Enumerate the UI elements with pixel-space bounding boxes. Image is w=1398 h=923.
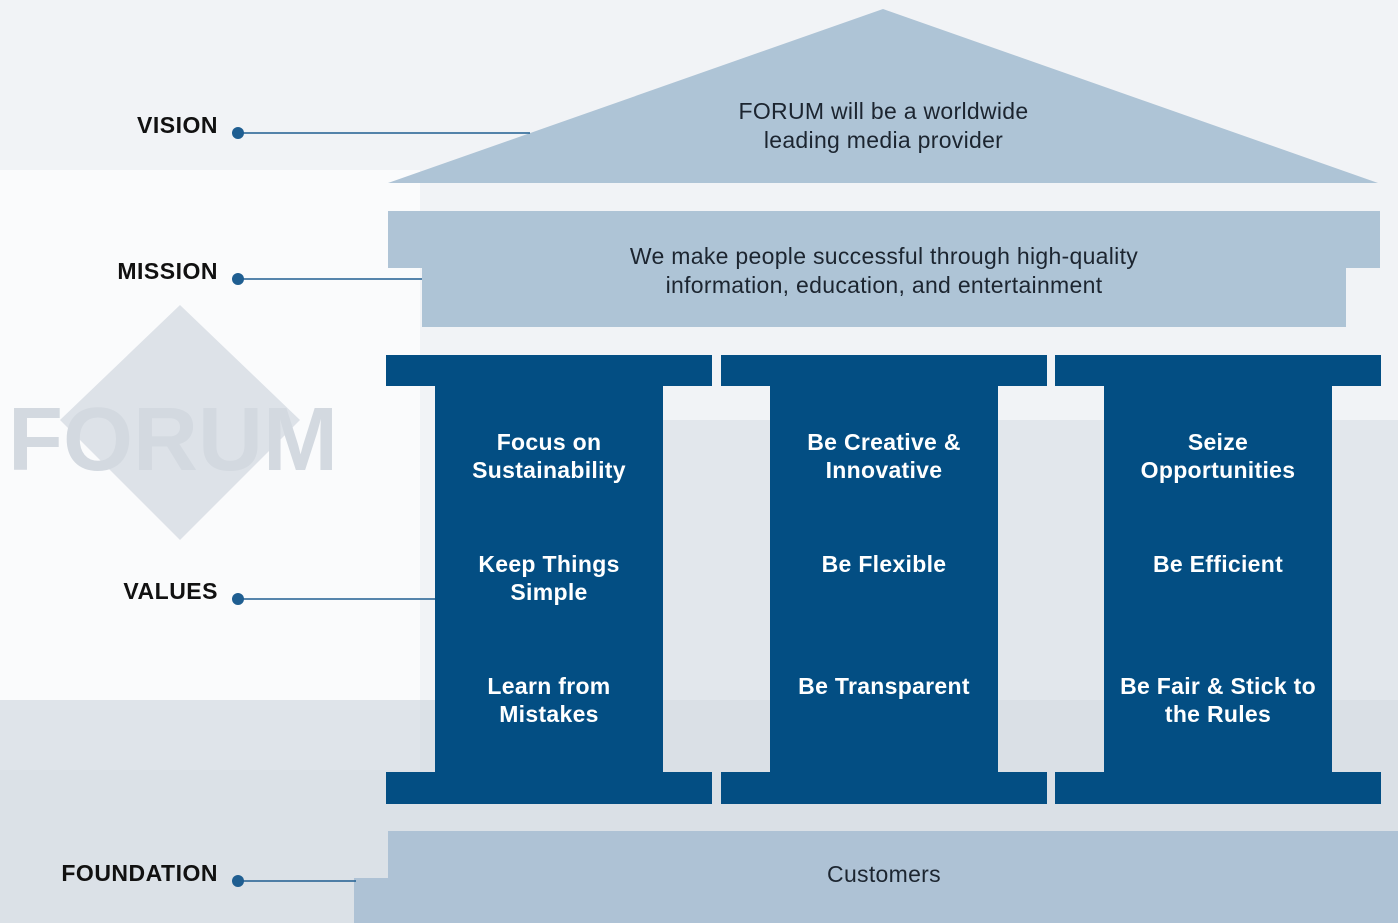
vision-line-1: FORUM will be a worldwide (738, 98, 1029, 124)
value-line: Be Transparent (798, 673, 970, 699)
value-line: Sustainability (472, 457, 626, 483)
value-line: the Rules (1164, 701, 1272, 727)
logo-watermark-text: FORUM (8, 390, 338, 490)
pillar-2 (721, 355, 1047, 804)
value-line: Be Creative & (807, 429, 961, 455)
value-learn-from-mistakes: Learn from Mistakes (435, 672, 663, 728)
values-label: VALUES (123, 578, 218, 604)
pillar-1 (386, 355, 712, 804)
mission-line-2: information, education, and entertainmen… (665, 272, 1103, 298)
foundation-band (354, 831, 1398, 923)
mission-line-1: We make people successful through high-q… (629, 243, 1139, 269)
value-line: Seize (1187, 429, 1249, 455)
value-line: Keep Things (478, 551, 620, 577)
value-line: Be Flexible (821, 551, 947, 577)
value-be-flexible: Be Flexible (770, 550, 998, 578)
value-line: Be Efficient (1152, 551, 1284, 577)
value-be-creative-innovative: Be Creative & Innovative (770, 428, 998, 484)
value-line: Focus on (496, 429, 602, 455)
value-line: Opportunities (1140, 457, 1296, 483)
mission-connector-dot (232, 273, 244, 285)
value-focus-on-sustainability: Focus on Sustainability (435, 428, 663, 484)
value-line: Be Fair & Stick to (1120, 673, 1316, 699)
foundation-connector-dot (232, 875, 244, 887)
value-keep-things-simple: Keep Things Simple (435, 550, 663, 606)
foundation-customers: Customers (827, 861, 941, 887)
value-seize-opportunities: Seize Opportunities (1104, 428, 1332, 484)
value-be-fair-stick-to-rules: Be Fair & Stick to the Rules (1104, 672, 1332, 728)
mission-band (388, 211, 1380, 327)
value-be-efficient: Be Efficient (1104, 550, 1332, 578)
vision-statement: FORUM will be a worldwide leading media … (640, 97, 1127, 155)
mission-label: MISSION (117, 258, 218, 284)
connectors (238, 132, 530, 882)
foundation-label: FOUNDATION (61, 860, 218, 886)
vision-connector-dot (232, 127, 244, 139)
vision-label: VISION (137, 112, 218, 138)
values-connector-dot (232, 593, 244, 605)
value-line: Innovative (825, 457, 943, 483)
pillar-3 (1055, 355, 1381, 804)
value-line: Mistakes (499, 701, 599, 727)
vision-roof (388, 9, 1378, 183)
value-line: Simple (510, 579, 588, 605)
vision-line-2: leading media provider (763, 127, 1004, 153)
mission-statement: We make people successful through high-q… (540, 242, 1228, 300)
value-be-transparent: Be Transparent (770, 672, 998, 700)
logo-watermark: FORUM (8, 305, 338, 540)
value-line: Learn from (487, 673, 611, 699)
